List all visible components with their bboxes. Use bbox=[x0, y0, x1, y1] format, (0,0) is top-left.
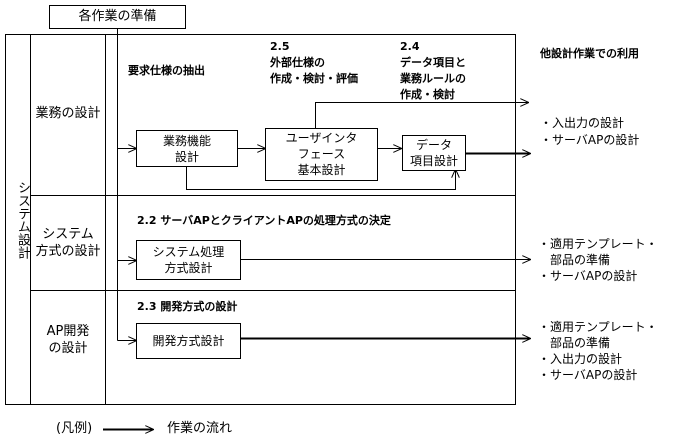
legend-label: (凡例) bbox=[56, 421, 93, 436]
flow-loop-back bbox=[186, 166, 456, 190]
usage-list-2: ・適用テンプレート・ 部品の準備 ・サーバAPの設計 bbox=[538, 237, 658, 283]
outer-frame bbox=[5, 34, 516, 405]
prep-label: 各作業の準備 bbox=[78, 9, 157, 24]
business-function-design-box: 業務機能 設計 bbox=[136, 130, 238, 167]
requirements-heading: 要求仕様の抽出 bbox=[128, 64, 205, 77]
step-2-5-heading: 2.5 外部仕様の 作成・検討・評価 bbox=[270, 40, 358, 85]
row-label-business: 業務の設計 bbox=[35, 106, 101, 121]
usage-list-3: ・適用テンプレート・ 部品の準備 ・入出力の設計 ・サーバAPの設計 bbox=[538, 320, 658, 382]
step-2-4-heading: 2.4 データ項目と 業務ルールの 作成・検討 bbox=[400, 40, 466, 101]
prep-box: 各作業の準備 bbox=[49, 5, 186, 29]
ui-basic-design-box: ユーザインタ フェース 基本設計 bbox=[265, 128, 378, 181]
usage-list-1: ・入出力の設計 ・サーバAPの設計 bbox=[540, 116, 640, 147]
system-processing-design-box: システム処理 方式設計 bbox=[136, 240, 241, 280]
flow-ui-up-out bbox=[315, 103, 529, 128]
section-2-3-heading: 2.3 開発方式の設計 bbox=[137, 300, 238, 313]
legend-flow-text: 作業の流れ bbox=[167, 421, 233, 436]
row-label-system: システム 方式の設計 bbox=[35, 227, 101, 259]
section-2-2-heading: 2.2 サーバAPとクライアントAPの処理方式の決定 bbox=[137, 214, 391, 227]
system-design-label: システム設計 bbox=[15, 181, 30, 259]
dev-method-design-box: 開発方式設計 bbox=[136, 323, 241, 359]
other-design-usage-heading: 他設計作業での利用 bbox=[540, 47, 639, 60]
data-item-design-box: データ 項目設計 bbox=[402, 135, 466, 171]
row-label-ap: AP開発 の設計 bbox=[46, 324, 90, 356]
